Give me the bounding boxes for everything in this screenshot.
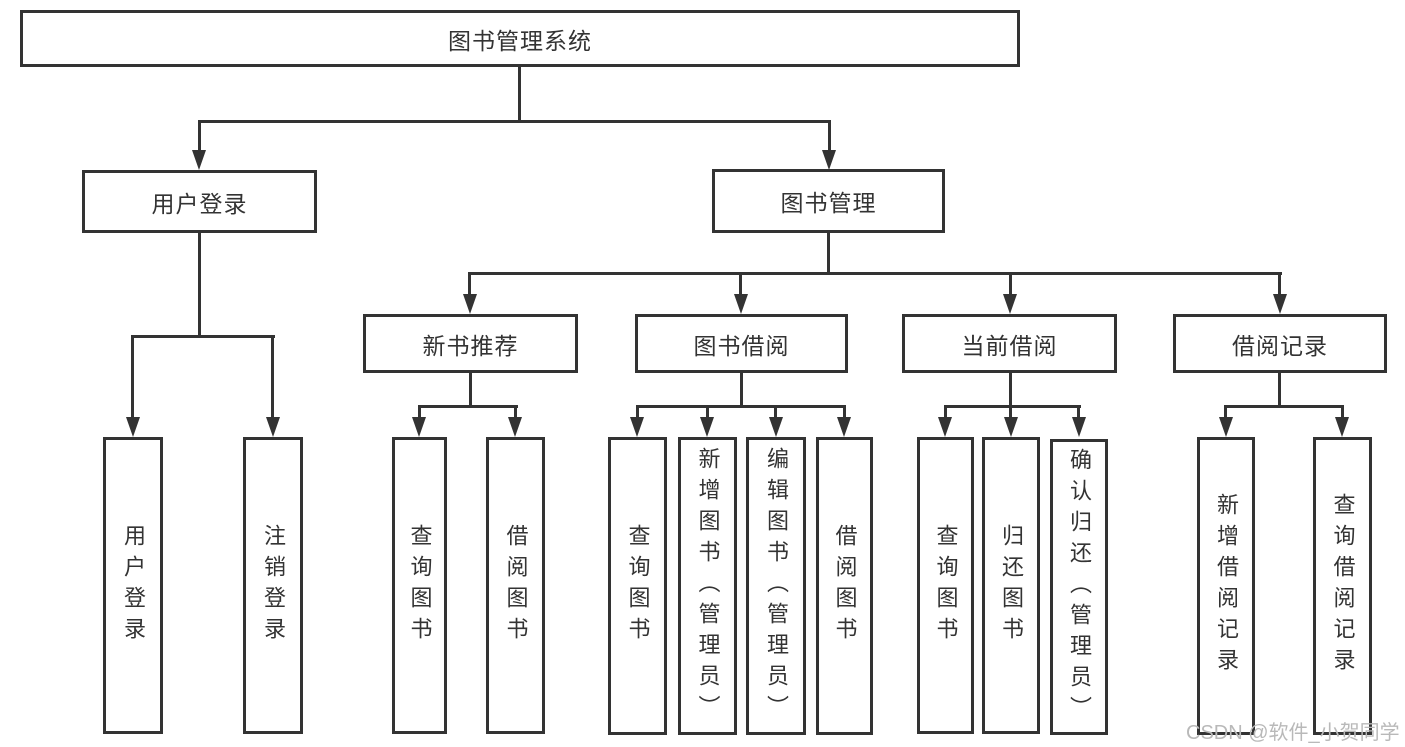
connector-line — [1224, 405, 1344, 408]
connector-line — [468, 272, 1282, 275]
arrow-down-icon — [1273, 294, 1287, 314]
leaf-label: 查询图书 — [933, 523, 959, 648]
leaf-label: 查询借阅记录 — [1330, 493, 1356, 679]
connector-line — [1278, 373, 1281, 405]
connector-line — [1009, 272, 1012, 297]
leaf-label: 注销登录 — [261, 523, 286, 648]
leaf-label: 借阅图书 — [503, 523, 529, 648]
connector-line — [131, 335, 275, 338]
connector-line — [198, 120, 831, 123]
connector-line — [1077, 405, 1080, 419]
leaf-label: 新增借阅记录 — [1214, 493, 1239, 679]
leaf-user-login: 用户登录 — [103, 437, 163, 734]
arrow-down-icon — [700, 417, 714, 437]
node-user-login: 用户登录 — [82, 170, 317, 233]
connector-line — [740, 373, 743, 405]
connector-line — [418, 405, 421, 419]
leaf-label: 确认归还（管理员） — [1067, 447, 1092, 727]
node-library-system: 图书管理系统 — [20, 10, 1020, 67]
arrow-down-icon — [938, 417, 952, 437]
arrow-down-icon — [463, 294, 477, 314]
connector-line — [739, 272, 742, 297]
connector-line — [706, 405, 709, 419]
arrow-down-icon — [822, 150, 836, 170]
arrow-down-icon — [630, 417, 644, 437]
connector-line — [514, 405, 517, 419]
leaf-label: 归还图书 — [999, 523, 1024, 648]
leaf-label: 编辑图书（管理员） — [764, 446, 789, 726]
arrow-down-icon — [1335, 417, 1349, 437]
leaf-borrow-books: 借阅图书 — [816, 437, 873, 735]
connector-line — [944, 405, 1081, 408]
connector-line — [827, 233, 830, 272]
leaf-add-borrow-record: 新增借阅记录 — [1197, 437, 1255, 735]
connector-line — [1009, 405, 1012, 419]
arrow-down-icon — [837, 417, 851, 437]
leaf-label: 用户登录 — [121, 523, 146, 648]
node-book-management: 图书管理 — [712, 169, 945, 233]
arrow-down-icon — [126, 417, 140, 437]
leaf-add-books-admin: 新增图书（管理员） — [678, 437, 737, 735]
leaf-return-books: 归还图书 — [982, 437, 1040, 734]
leaf-query-books-current: 查询图书 — [917, 437, 974, 734]
connector-line — [131, 335, 134, 419]
arrow-down-icon — [734, 294, 748, 314]
leaf-label: 查询图书 — [625, 524, 651, 648]
connector-line — [198, 233, 201, 335]
connector-line — [468, 272, 471, 297]
arrow-down-icon — [508, 417, 522, 437]
leaf-label: 查询图书 — [407, 523, 433, 648]
csdn-watermark: CSDN @软件_小贺同学 — [1186, 722, 1400, 744]
node-new-book-recommend: 新书推荐 — [363, 314, 578, 373]
connector-line — [271, 335, 274, 419]
arrow-down-icon — [412, 417, 426, 437]
leaf-confirm-return-admin: 确认归还（管理员） — [1050, 439, 1108, 735]
arrow-down-icon — [1003, 294, 1017, 314]
arrow-down-icon — [769, 417, 783, 437]
connector-line — [1224, 405, 1227, 419]
connector-line — [1278, 272, 1281, 297]
arrow-down-icon — [192, 150, 206, 170]
arrow-down-icon — [1072, 417, 1086, 437]
leaf-label: 新增图书（管理员） — [695, 446, 721, 726]
connector-line — [1341, 405, 1344, 419]
leaf-query-books-borrowing: 查询图书 — [608, 437, 667, 735]
leaf-query-books-recommend: 查询图书 — [392, 437, 447, 734]
connector-line — [418, 405, 518, 408]
node-borrowing-records: 借阅记录 — [1173, 314, 1387, 373]
connector-line — [198, 120, 201, 152]
connector-line — [636, 405, 639, 419]
node-current-borrowing: 当前借阅 — [902, 314, 1117, 373]
arrow-down-icon — [1004, 417, 1018, 437]
connector-line — [774, 405, 777, 419]
leaf-label: 借阅图书 — [832, 524, 858, 648]
connector-line — [469, 373, 472, 405]
leaf-edit-books-admin: 编辑图书（管理员） — [746, 437, 806, 735]
node-book-borrowing: 图书借阅 — [635, 314, 848, 373]
leaf-logout: 注销登录 — [243, 437, 303, 734]
connector-line — [843, 405, 846, 419]
connector-line — [636, 405, 846, 408]
connector-line — [1009, 373, 1012, 405]
connector-line — [518, 67, 521, 120]
connector-line — [828, 120, 831, 152]
arrow-down-icon — [1219, 417, 1233, 437]
connector-line — [944, 405, 947, 419]
arrow-down-icon — [266, 417, 280, 437]
leaf-borrow-books-recommend: 借阅图书 — [486, 437, 545, 734]
leaf-query-borrow-record: 查询借阅记录 — [1313, 437, 1372, 735]
